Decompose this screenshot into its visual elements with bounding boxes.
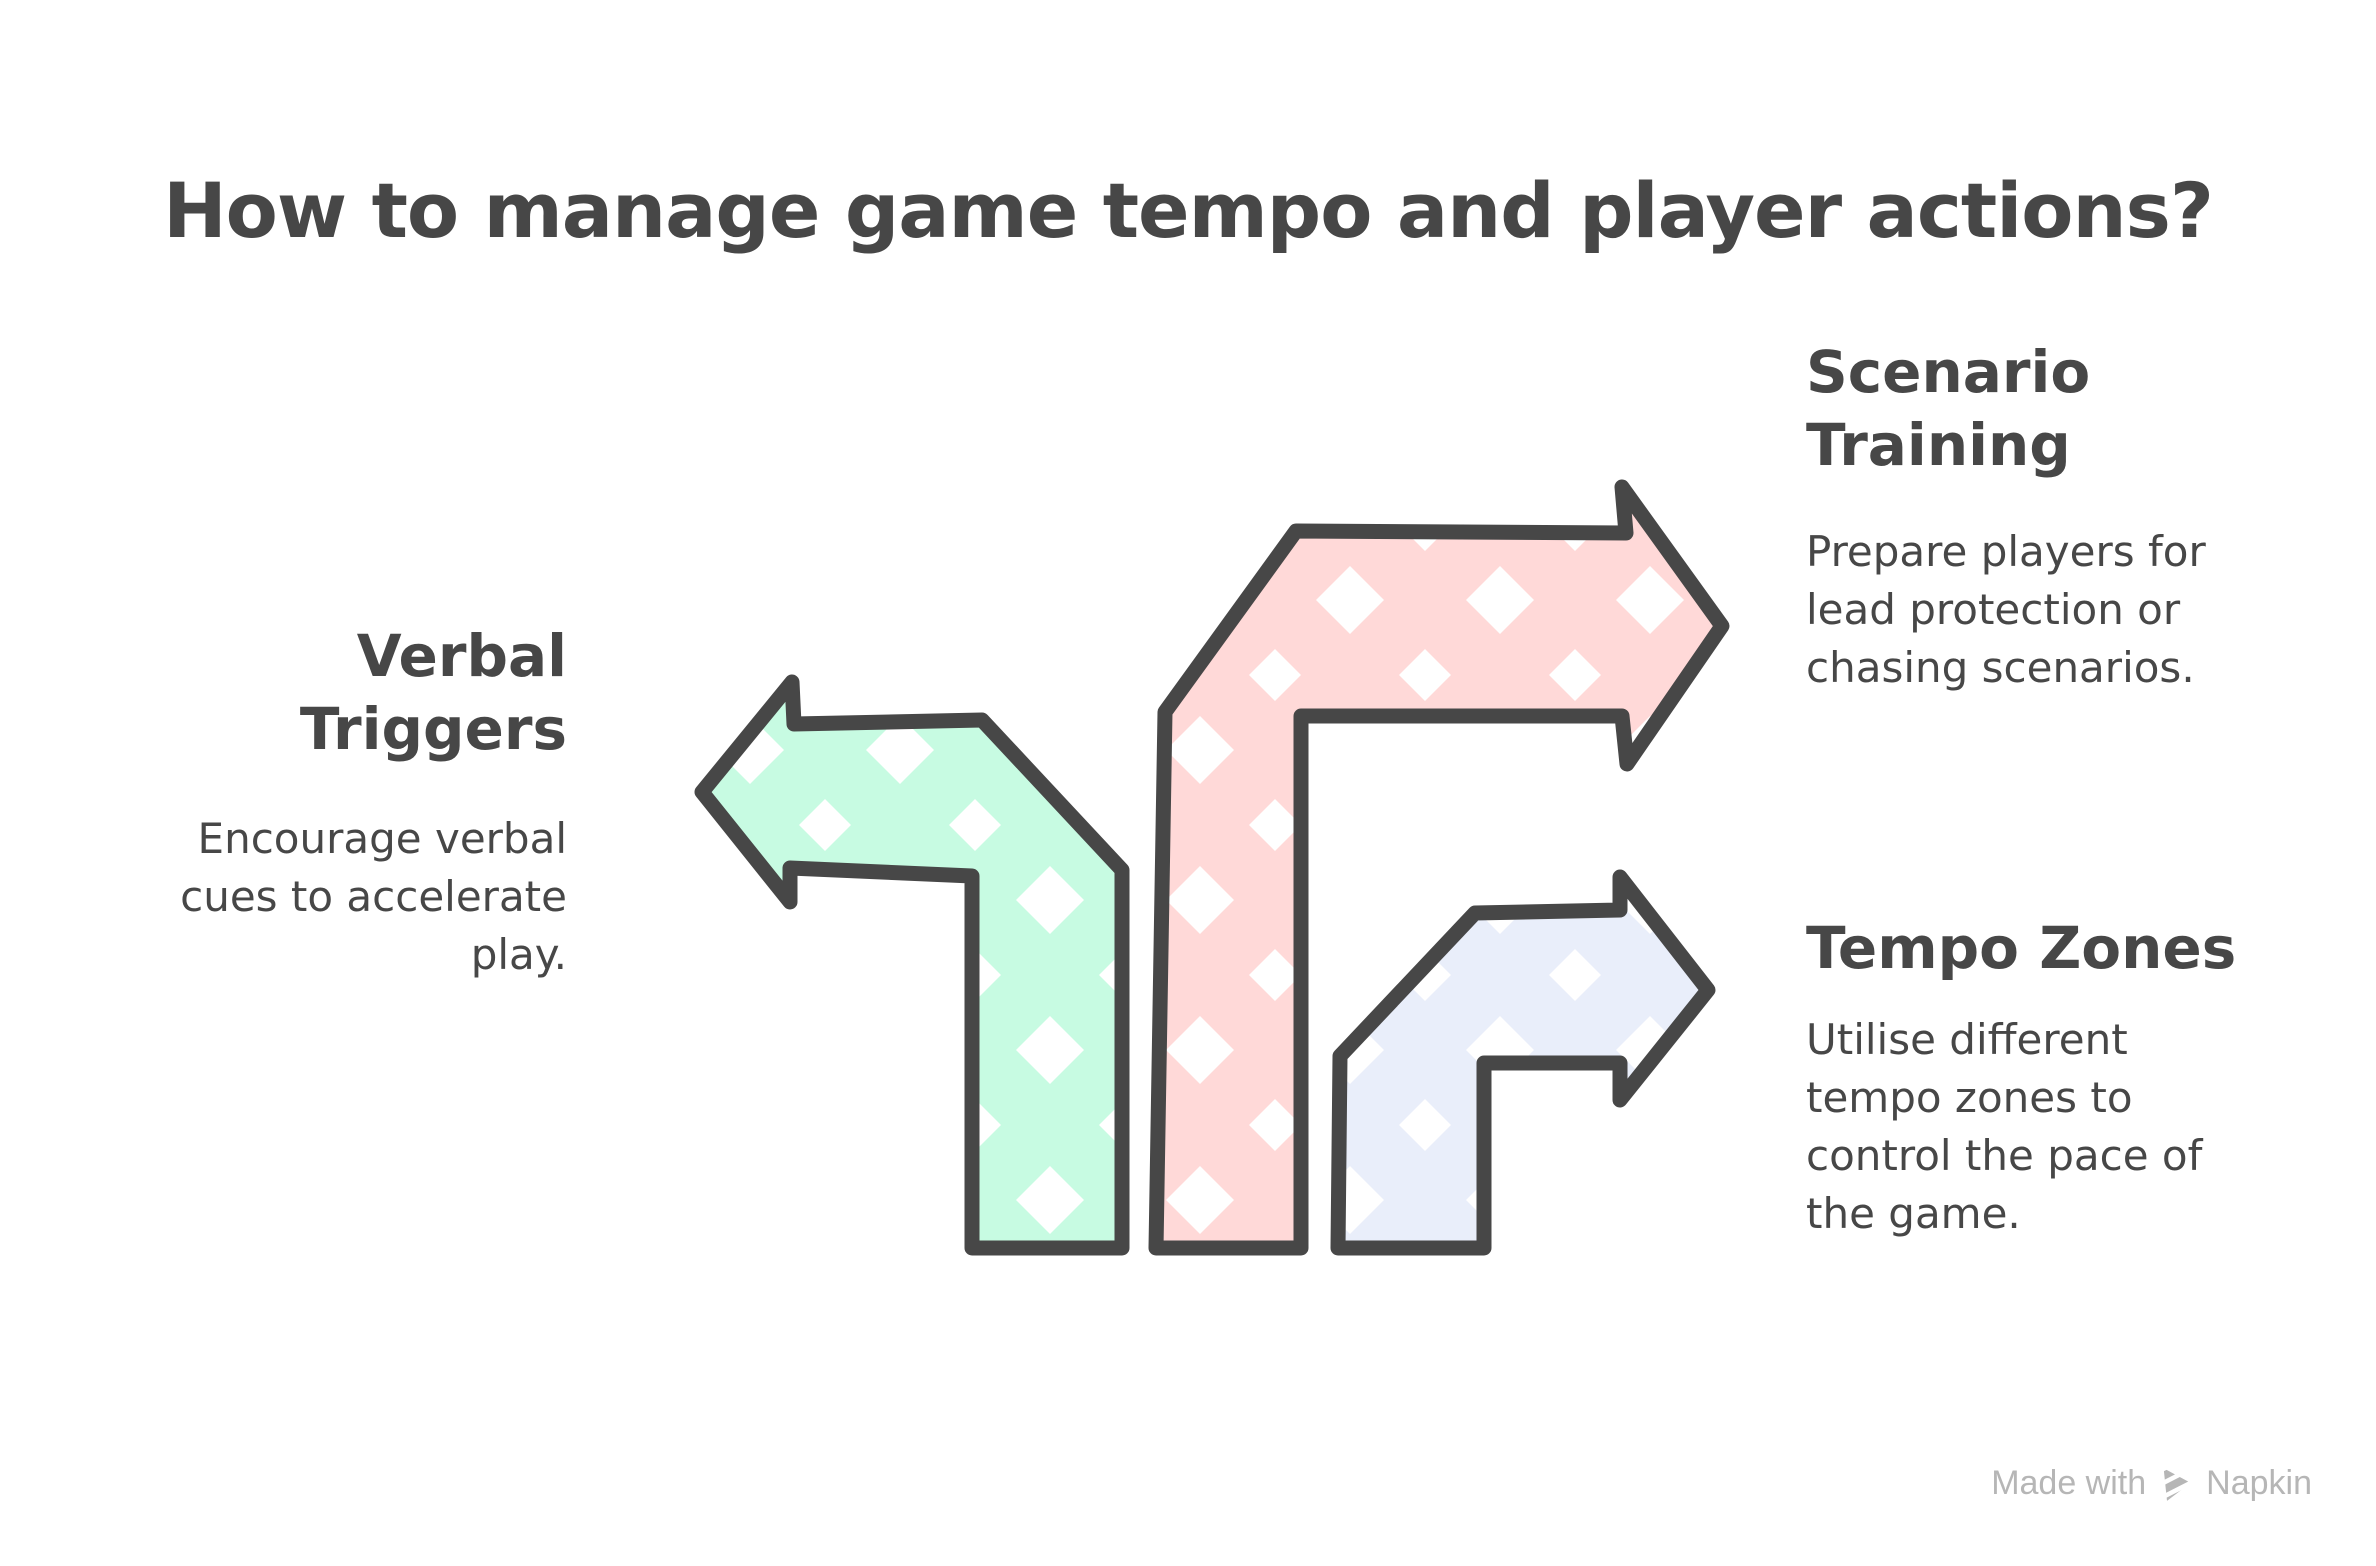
page-title: How to manage game tempo and player acti… [163,166,2214,255]
napkin-brand-text: Napkin [2206,1464,2312,1502]
verbal-triggers-arrow [694,674,1130,1256]
tempo-zones-heading: Tempo Zones [1806,914,2237,982]
verbal-triggers-description: Encourage verbal cues to accelerate play… [180,814,567,979]
scenario-training-description: Prepare players for lead protection or c… [1806,527,2206,692]
scenario-training-heading: Scenario Training [1806,338,2091,479]
scenario-training-arrow [1148,479,1730,1256]
made-with-text: Made with [1991,1464,2147,1502]
verbal-triggers-heading: Verbal Triggers [299,622,567,763]
tempo-zones-description: Utilise different tempo zones to control… [1806,1015,2203,1238]
attribution-footer: Made with Napkin [1991,1464,2312,1503]
napkin-logo-icon [2163,1467,2191,1501]
tempo-zones-arrow [1330,869,1716,1256]
